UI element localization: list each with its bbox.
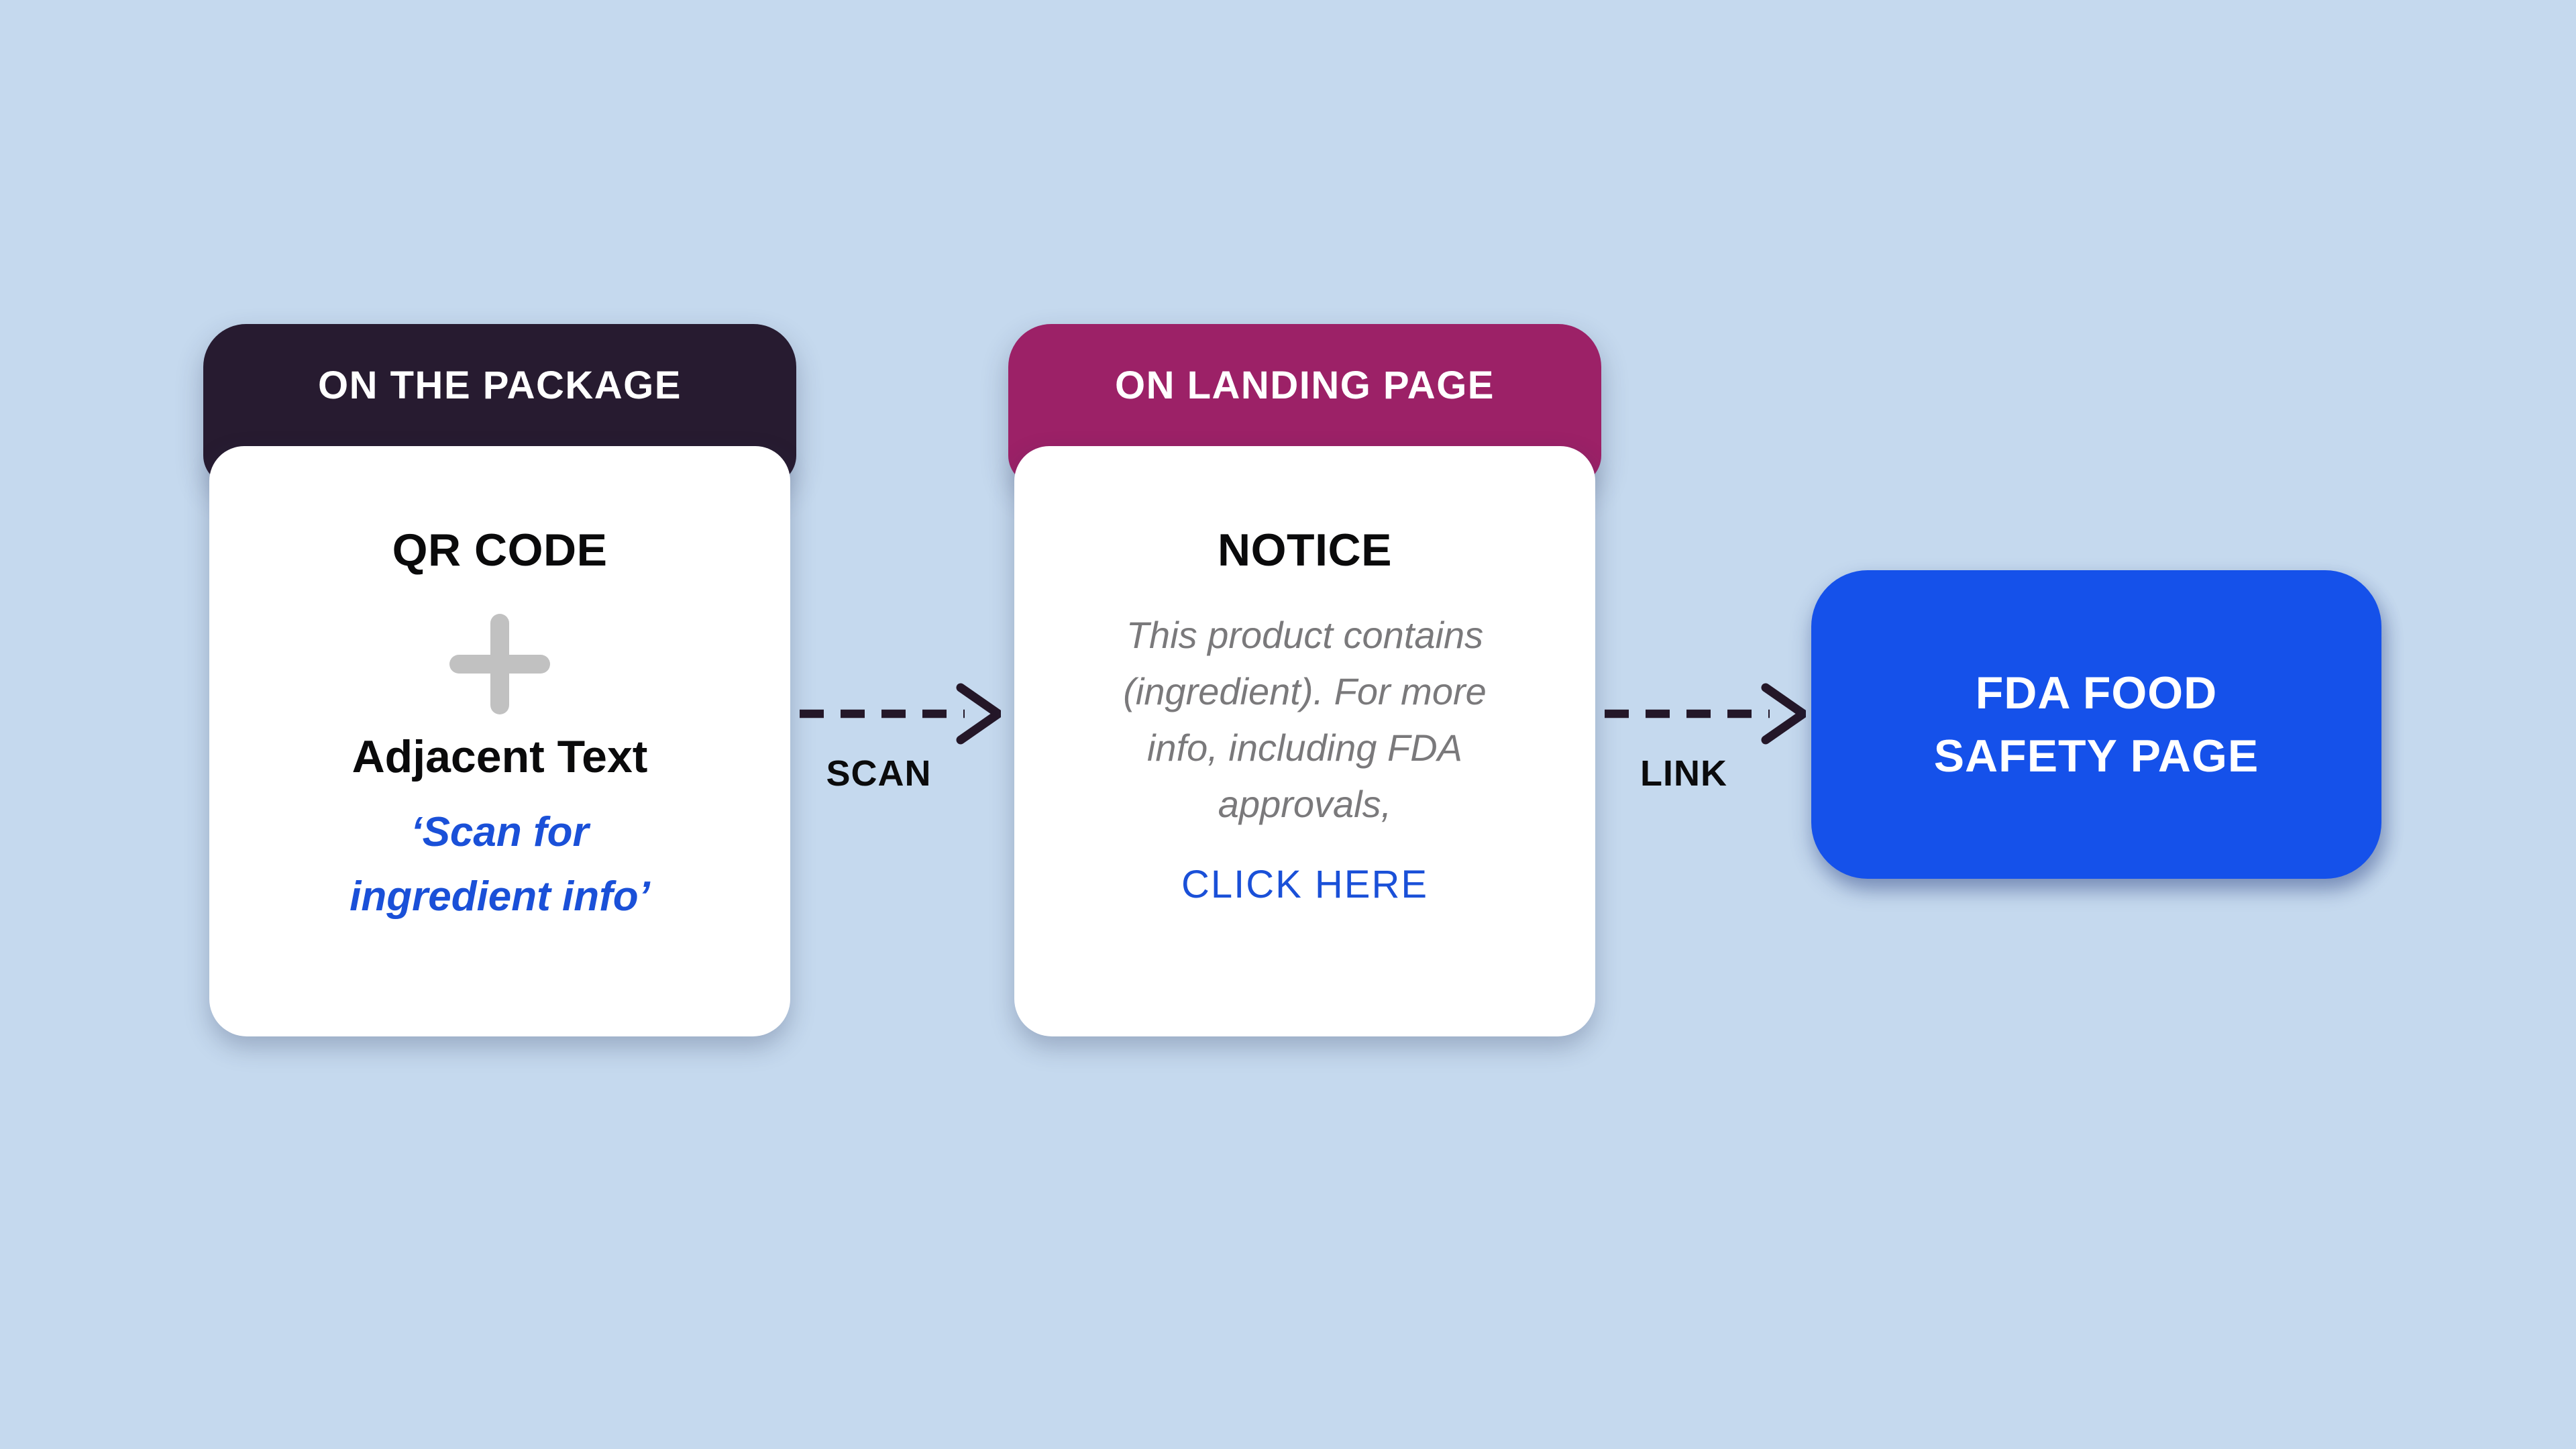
scan-arrow (800, 676, 1001, 751)
notice-line-2: (ingredient). For more (1123, 670, 1487, 712)
click-here-link[interactable]: CLICK HERE (1181, 863, 1429, 906)
notice-line-3: info, including FDA (1146, 727, 1462, 769)
landing-card-header-label: ON LANDING PAGE (1115, 363, 1495, 407)
scan-label: SCAN (826, 753, 932, 794)
scan-hint-text: ‘Scan for ingredient info’ (350, 800, 650, 929)
landing-card: ON LANDING PAGE NOTICE This product cont… (1008, 324, 1601, 1036)
notice-line-4: approvals, (1218, 783, 1392, 825)
notice-line-1: This product contains (1126, 614, 1484, 656)
notice-title: NOTICE (1218, 525, 1392, 576)
fda-food-safety-button[interactable]: FDA FOOD SAFETY PAGE (1811, 570, 2381, 879)
link-label: LINK (1640, 753, 1727, 794)
plus-icon (449, 614, 550, 714)
scan-hint-line-1: ‘Scan for (411, 809, 589, 855)
scan-hint-line-2: ingredient info’ (350, 873, 650, 920)
package-card: ON THE PACKAGE QR CODE Adjacent Text ‘Sc… (203, 324, 796, 1036)
fda-button-line-2: SAFETY PAGE (1933, 731, 2259, 782)
package-card-body: QR CODE Adjacent Text ‘Scan for ingredie… (209, 446, 790, 1036)
qr-code-title: QR CODE (392, 525, 608, 576)
package-card-header-label: ON THE PACKAGE (318, 363, 682, 407)
landing-card-body: NOTICE This product contains (ingredient… (1014, 446, 1595, 1036)
link-arrow (1605, 676, 1806, 751)
notice-paragraph: This product contains (ingredient). For … (1123, 607, 1487, 833)
adjacent-text-label: Adjacent Text (352, 731, 648, 782)
fda-button-line-1: FDA FOOD (1975, 667, 2218, 718)
